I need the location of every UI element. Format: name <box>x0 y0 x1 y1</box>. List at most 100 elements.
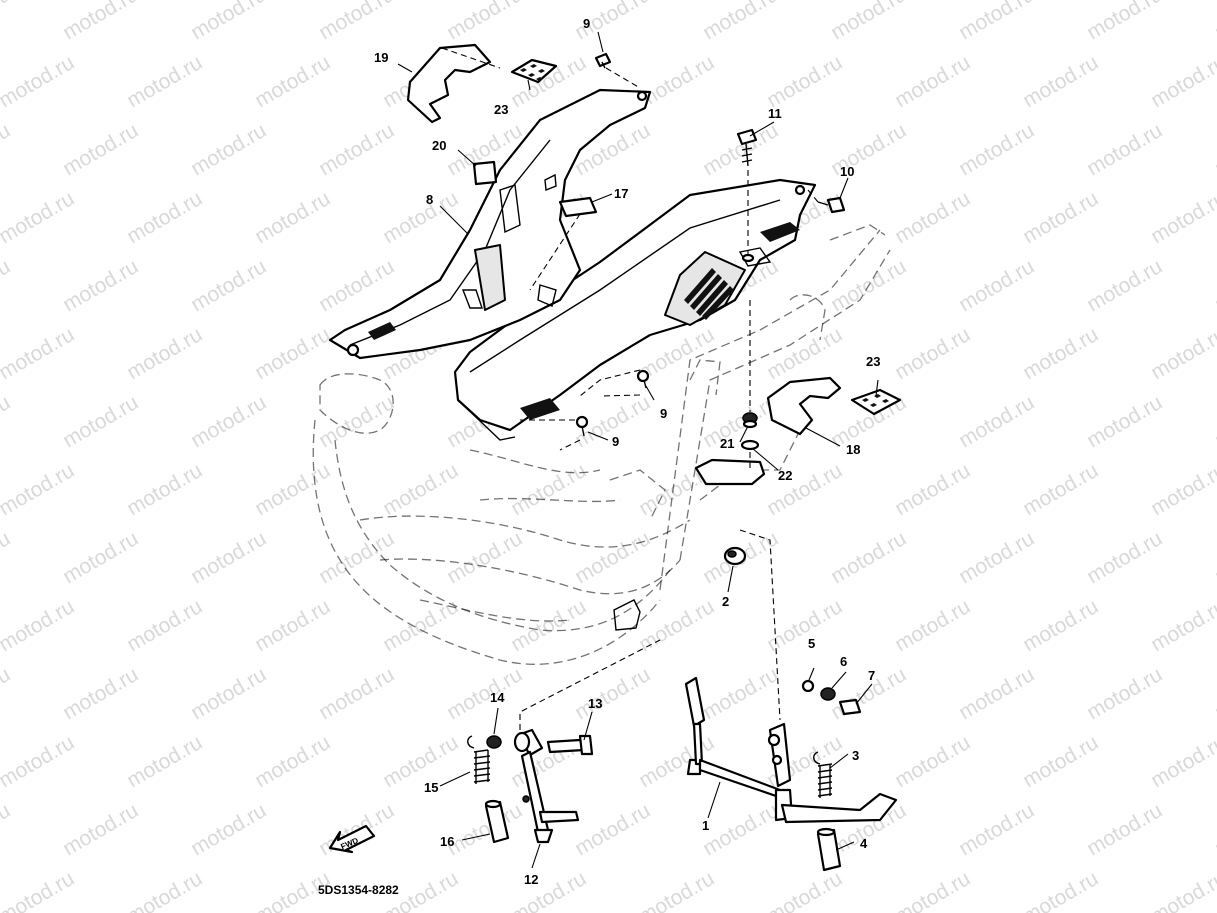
callout-9-low: 9 <box>612 434 619 449</box>
callout-2: 2 <box>722 594 729 609</box>
watermark-text: motod.ru <box>1211 255 1217 316</box>
watermark-text: motod.ru <box>891 51 974 112</box>
watermark-text: motod.ru <box>1019 323 1102 384</box>
callout-6: 6 <box>840 654 847 669</box>
callout-15: 15 <box>424 780 438 795</box>
watermark-text: motod.ru <box>699 0 782 44</box>
watermark-text: motod.ru <box>1083 527 1166 588</box>
callout-18: 18 <box>846 442 860 457</box>
watermark-text: motod.ru <box>187 799 270 860</box>
part-17-label <box>558 196 598 218</box>
watermark-text: motod.ru <box>59 391 142 452</box>
diagram-code: 5DS1354-8282 <box>318 883 399 897</box>
part-19-cover <box>406 43 492 124</box>
leader-lines <box>397 31 879 869</box>
watermark-text: motod.ru <box>379 187 462 248</box>
watermark-text: motod.ru <box>763 323 846 384</box>
watermark-text: motod.ru <box>251 323 334 384</box>
watermark-text: motod.ru <box>0 663 14 724</box>
watermark-text: motod.ru <box>1211 391 1217 452</box>
callout-labels: 9 19 23 20 8 17 11 10 23 9 9 21 22 18 2 … <box>374 16 880 887</box>
watermark-text: motod.ru <box>251 595 334 656</box>
watermark-text: motod.ru <box>123 731 206 792</box>
watermark-text: motod.ru <box>1083 0 1166 44</box>
watermark-text: motod.ru <box>251 187 334 248</box>
watermark-text: motod.ru <box>635 867 718 913</box>
frame-outline <box>312 224 891 665</box>
watermark-text: motod.ru <box>379 731 462 792</box>
callout-17: 17 <box>614 186 628 201</box>
watermark-text: motod.ru <box>1083 663 1166 724</box>
callout-7: 7 <box>868 668 875 683</box>
callout-19: 19 <box>374 50 388 65</box>
watermark-text: motod.ru <box>1211 0 1217 44</box>
watermark-text: motod.ru <box>955 119 1038 180</box>
watermark-text: motod.ru <box>1147 731 1217 792</box>
callout-4: 4 <box>860 836 868 851</box>
watermark-text: motod.ru <box>827 0 910 44</box>
watermark-text: motod.ru <box>507 459 590 520</box>
watermark-text: motod.ru <box>123 323 206 384</box>
watermark-text: motod.ru <box>699 663 782 724</box>
watermark-text: motod.ru <box>1211 799 1217 860</box>
watermark-text: motod.ru <box>1019 459 1102 520</box>
callout-3: 3 <box>852 748 859 763</box>
bolt-11 <box>736 128 758 167</box>
watermark-text: motod.ru <box>443 663 526 724</box>
watermark-text: motod.ru <box>1211 119 1217 180</box>
watermark-text: motod.ru <box>955 0 1038 44</box>
watermark-text: motod.ru <box>0 731 78 792</box>
watermark-text: motod.ru <box>1147 459 1217 520</box>
watermark-text: motod.ru <box>187 119 270 180</box>
watermark-text: motod.ru <box>891 867 974 913</box>
part-20-label <box>472 160 498 186</box>
part-12-sidestand <box>513 728 580 844</box>
watermark-text: motod.ru <box>0 459 78 520</box>
part-21-grommet <box>742 412 758 429</box>
clip <box>522 795 530 803</box>
watermark-text: motod.ru <box>187 527 270 588</box>
part-18-cover <box>766 376 842 436</box>
part-23-pad-top <box>510 58 558 84</box>
watermark-text: motod.ru <box>443 0 526 44</box>
watermark-text: motod.ru <box>315 0 398 44</box>
watermark-text: motod.ru <box>0 187 78 248</box>
watermark-text: motod.ru <box>0 323 78 384</box>
watermark-text: motod.ru <box>1019 867 1102 913</box>
watermark-text: motod.ru <box>0 119 14 180</box>
watermark-text: motod.ru <box>251 731 334 792</box>
watermark-text: motod.ru <box>0 391 14 452</box>
watermark-text: motod.ru <box>123 459 206 520</box>
watermark-text: motod.ru <box>827 527 910 588</box>
watermark-text: motod.ru <box>763 595 846 656</box>
watermark-text: motod.ru <box>187 0 270 44</box>
watermark-text: motod.ru <box>699 119 782 180</box>
part-1-mainstand <box>684 676 898 824</box>
watermark-text: motod.ru <box>571 799 654 860</box>
callout-10: 10 <box>840 164 854 179</box>
watermark-text: motod.ru <box>315 391 398 452</box>
watermark-text: motod.ru <box>379 459 462 520</box>
part-22-washer <box>740 439 760 451</box>
callout-14: 14 <box>490 690 505 705</box>
watermark-text: motod.ru <box>443 799 526 860</box>
watermark-text: motod.ru <box>955 799 1038 860</box>
footboard-bracket <box>694 458 766 486</box>
watermark-text: motod.ru <box>891 595 974 656</box>
watermark-text: motod.ru <box>1019 51 1102 112</box>
callout-22: 22 <box>778 468 792 483</box>
watermark-text: motod.ru <box>1019 187 1102 248</box>
callout-16: 16 <box>440 834 454 849</box>
watermark-text: motod.ru <box>1083 255 1166 316</box>
watermark-text: motod.ru <box>123 595 206 656</box>
watermark-text: motod.ru <box>891 459 974 520</box>
footboard <box>453 178 817 441</box>
watermark-text: motod.ru <box>1147 595 1217 656</box>
watermark-text: motod.ru <box>0 867 78 913</box>
anti-slip-ribs <box>684 268 734 320</box>
watermark-text: motod.ru <box>571 663 654 724</box>
callout-9-mid: 9 <box>660 406 667 421</box>
watermark-text: motod.ru <box>955 663 1038 724</box>
watermark-text: motod.ru <box>0 0 14 44</box>
